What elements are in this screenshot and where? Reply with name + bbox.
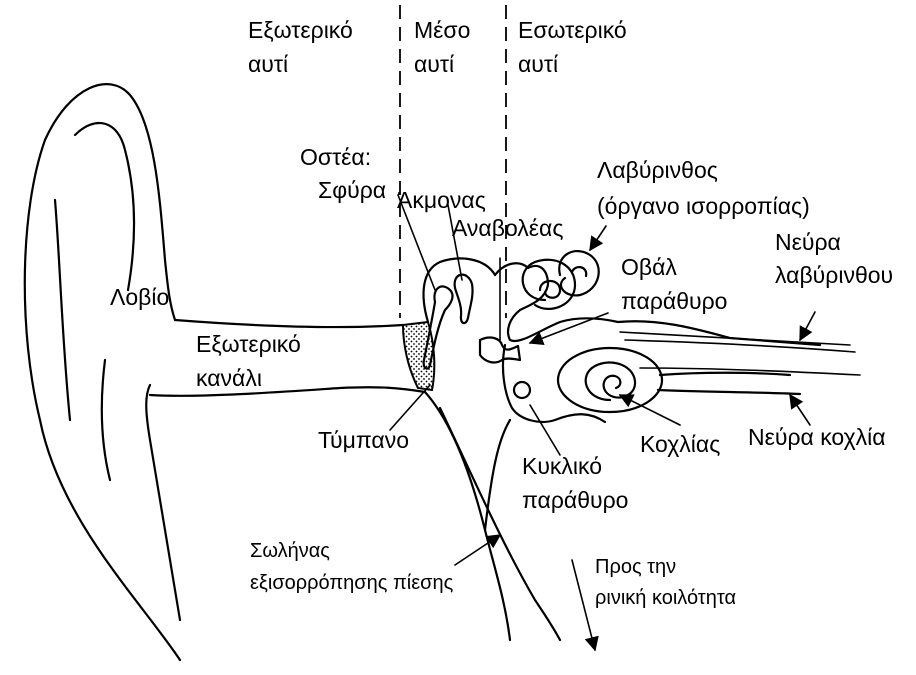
anvil-bone <box>455 275 473 323</box>
middle-ear-label: Μέσο αυτί <box>414 17 477 77</box>
round-window-label: Κυκλικό παράθυρο <box>522 453 628 513</box>
vestibular-nerve-label: Νεύρα λαβύρινθου <box>775 229 893 288</box>
outer-ear-label: Εξωτερικό αυτί <box>248 17 359 77</box>
pinna <box>25 84 180 660</box>
ear-canal-label: Εξωτερικό κανάλι <box>196 331 307 391</box>
labyrinth-canals <box>523 251 599 309</box>
anvil-label: Άκμονας <box>397 187 486 213</box>
ossicles <box>424 275 520 369</box>
eardrum-label: Τύμπανο <box>318 427 409 453</box>
oval-window-label: Οβάλ παράθυρο <box>621 254 727 314</box>
labyrinth-label: Λαβύρινθος (όργανο ισορροπίας) <box>597 157 810 219</box>
leader-lines <box>390 195 815 650</box>
hammer-label: Σφύρα <box>318 177 386 203</box>
earlobe-label: Λοβίο <box>110 284 169 310</box>
nerves <box>620 332 860 375</box>
cochlea <box>558 348 800 412</box>
eustachian-tube-label: Σωλήνας εξισορρόπησης πίεσης <box>250 540 454 594</box>
cochlear-nerve-label: Νεύρα κοχλία <box>748 424 886 450</box>
cochlea-label: Κοχλίας <box>640 431 720 457</box>
ossicles-label: Οστέα: <box>300 144 371 170</box>
nasal-cavity-label: Προς την ρινική κοιλότητα <box>595 556 736 609</box>
stirrup-label: Αναβολέας <box>452 215 563 241</box>
inner-ear-label: Εσωτερικό αυτί <box>518 17 633 77</box>
round-window <box>514 382 530 398</box>
